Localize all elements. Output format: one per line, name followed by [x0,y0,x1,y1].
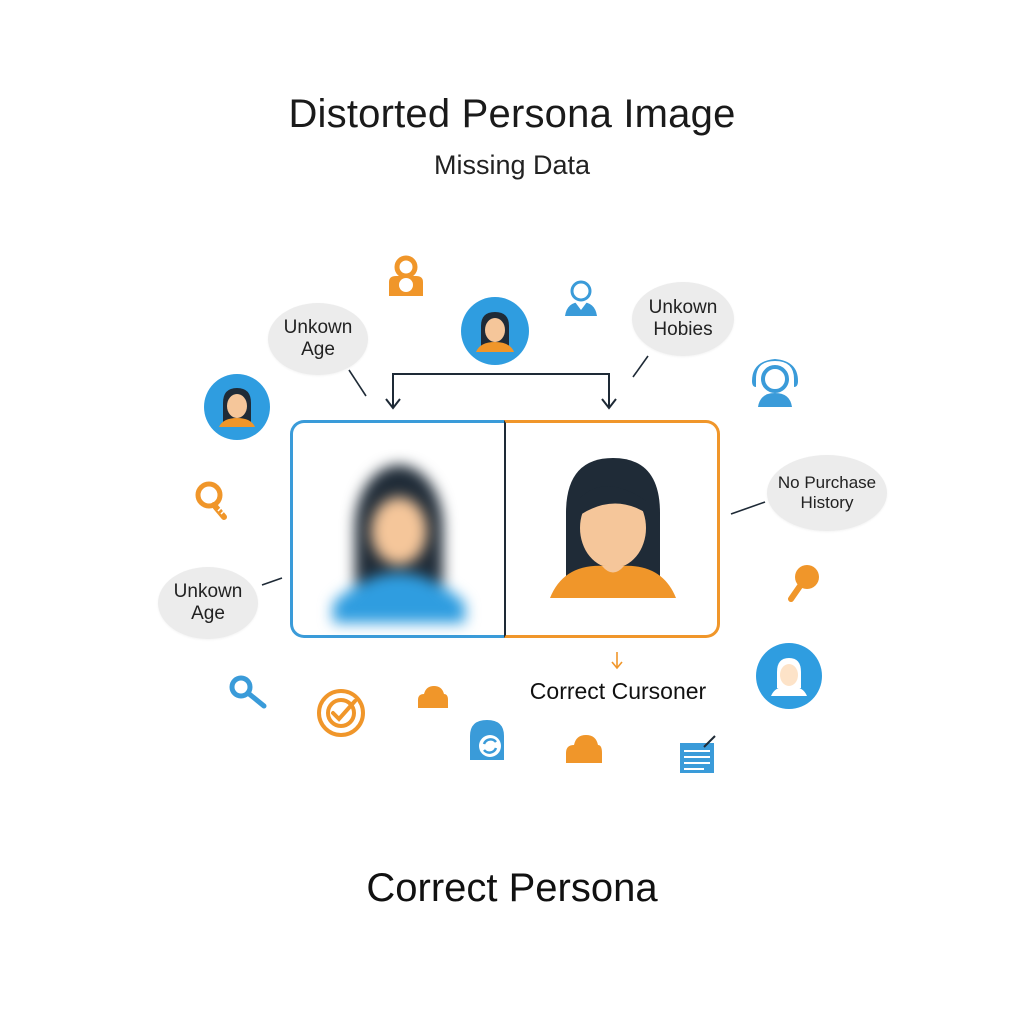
bubble-unknown-hobbies: Unkown Hobies [632,282,734,356]
bubble-label: No Purchase History [777,473,877,512]
support-agent-icon [752,359,798,407]
document-edit-icon [680,735,716,773]
pin-icon [788,565,819,602]
bubble-unknown-age-top: Unkown Age [268,303,368,375]
bubble-unknown-age-left: Unkown Age [158,567,258,639]
footer-title: Correct Persona [366,866,658,910]
page-title: Distorted Persona Image [288,92,736,136]
target-check-icon [317,689,365,737]
user-sync-icon [470,720,504,760]
correct-persona-panel [504,420,720,638]
search-icon [229,675,267,709]
cloud-icon [566,735,602,763]
page-subtitle: Missing Data [433,150,591,180]
distorted-avatar-icon [333,465,465,623]
person-badge-icon [389,255,423,296]
correct-avatar-icon [550,458,676,598]
user-avatar-icon [461,297,529,365]
person-icon [565,280,597,316]
distorted-persona-panel [290,420,506,638]
correct-customer-label: Correct Cursoner [529,678,707,704]
bubble-no-purchase-history: No Purchase History [767,455,887,531]
user-avatar-icon [204,374,270,440]
cloud-icon [418,686,448,708]
bubble-label: Unkown Hobies [648,297,718,340]
bubble-label: Unkown Age [173,581,243,624]
user-avatar-icon [756,643,822,709]
bubble-label: Unkown Age [283,317,353,360]
lightbulb-icon [195,481,227,520]
